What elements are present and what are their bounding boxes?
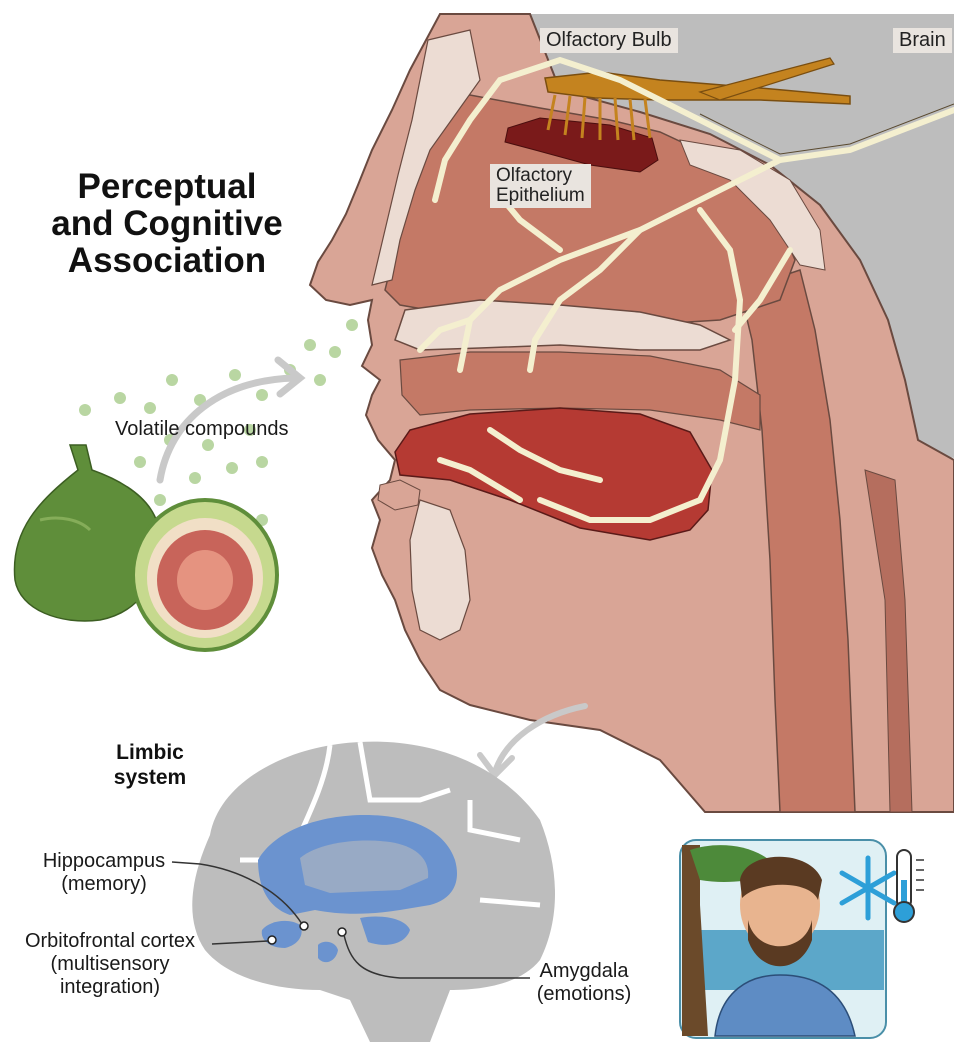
person-illustration — [680, 840, 886, 1038]
title-line-2: and Cognitive — [38, 205, 296, 242]
title-line-3: Association — [38, 242, 296, 279]
orbitofrontal-line-2: (multisensory — [12, 953, 208, 976]
thermometer-icon — [894, 850, 924, 922]
amygdala-line-1: Amygdala — [528, 960, 640, 983]
orbitofrontal-line-3: integration) — [12, 976, 208, 999]
head-section — [310, 14, 954, 812]
brain-illustration — [192, 742, 555, 1042]
limbic-title-line-1: Limbic — [100, 740, 200, 765]
amygdala-line-2: (emotions) — [528, 983, 640, 1006]
orbitofrontal-line-1: Orbitofrontal cortex — [12, 930, 208, 953]
fig-half — [133, 500, 277, 650]
volatile-compounds-label: Volatile compounds — [115, 418, 288, 441]
diagram-title: Perceptual and Cognitive Association — [38, 168, 296, 279]
limbic-title-line-2: system — [100, 765, 200, 790]
olfactory-epithelium-label: Olfactory Epithelium — [490, 164, 591, 208]
amygdala-marker — [338, 928, 346, 936]
amygdala-label: Amygdala (emotions) — [528, 960, 640, 1006]
orbitofrontal-marker — [268, 936, 276, 944]
hippocampus-line-1: Hippocampus — [32, 850, 176, 873]
hippocampus-label: Hippocampus (memory) — [32, 850, 176, 896]
limbic-system-title: Limbic system — [100, 740, 200, 790]
brain-label: Brain — [893, 28, 952, 53]
olfactory-epithelium-line-2: Epithelium — [496, 186, 585, 206]
olfactory-epithelium-line-1: Olfactory — [496, 166, 585, 186]
olfactory-bulb-label: Olfactory Bulb — [540, 28, 678, 53]
orbitofrontal-label: Orbitofrontal cortex (multisensory integ… — [12, 930, 208, 999]
title-line-1: Perceptual — [38, 168, 296, 205]
hippocampus-line-2: (memory) — [32, 873, 176, 896]
